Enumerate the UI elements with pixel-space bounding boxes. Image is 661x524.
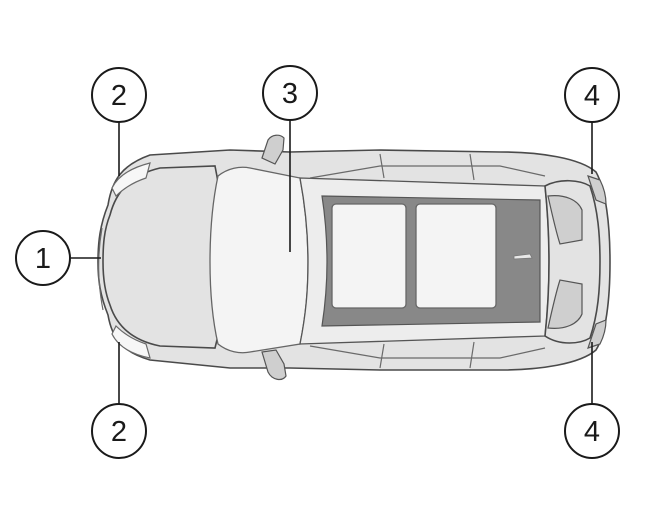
rear-hatch-lower: [547, 279, 583, 329]
sunroof-pane-rear: [415, 203, 497, 309]
headlight-top-shape: [111, 162, 151, 198]
callout-2-headlight-top: 2: [91, 67, 147, 123]
front-bumper-line: [98, 227, 104, 311]
sunroof-pane-front: [331, 203, 407, 309]
callout-2-headlight-bottom: 2: [91, 403, 147, 459]
callout-4-rear-top: 4: [564, 67, 620, 123]
callout-4-rear-bottom: 4: [564, 403, 620, 459]
hood-panel: [102, 165, 225, 349]
callout-label: 4: [584, 80, 600, 112]
tail-light-bottom: [587, 319, 607, 349]
callout-label: 2: [111, 80, 127, 112]
side-windows-bottom: [309, 345, 546, 359]
mirror-top: [261, 134, 285, 165]
door-line-bottom: [379, 341, 475, 369]
callout-label: 3: [282, 78, 298, 110]
leader-lines: [70, 120, 593, 404]
headlight-bottom-shape: [111, 324, 151, 359]
side-windows-top: [309, 165, 546, 179]
callout-1-front: 1: [15, 230, 71, 286]
door-line-top: [379, 153, 475, 181]
callout-label: 2: [111, 416, 127, 448]
callout-label: 4: [584, 416, 600, 448]
roof-antenna: [513, 253, 533, 260]
callout-3-hood: 3: [262, 65, 318, 121]
tail-light-top: [587, 175, 607, 205]
rear-hatch: [547, 195, 583, 245]
callout-label: 1: [35, 243, 51, 275]
windshield: [209, 166, 309, 354]
car-illustration: [97, 134, 611, 381]
mirror-bottom: [261, 349, 287, 381]
